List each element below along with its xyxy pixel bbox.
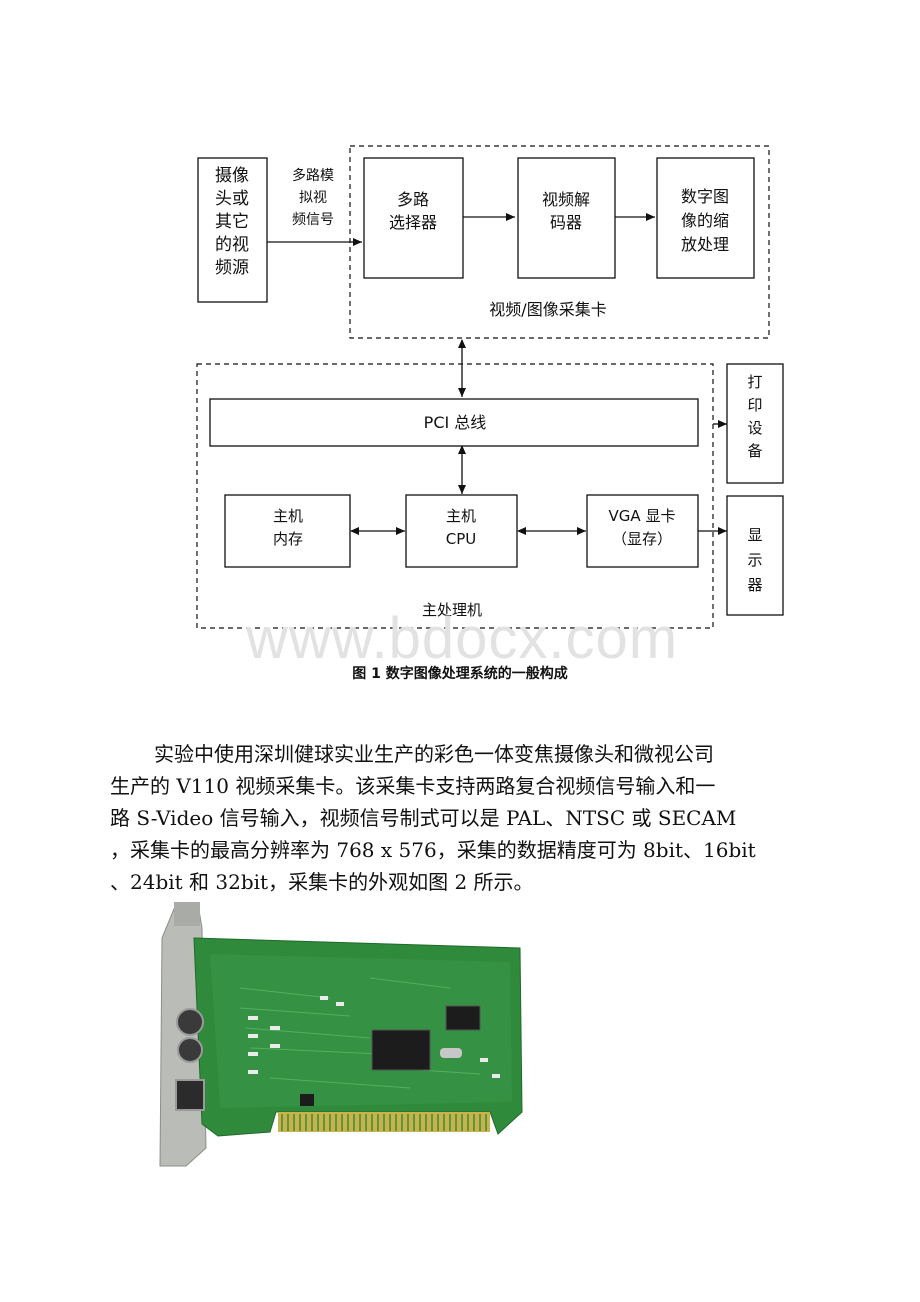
system-block-diagram: 摄像头或其它的视频源 多路模拟视频信号 多路选择器 视频解码器 数字图像的缩放处…	[196, 145, 784, 629]
figure-caption: 图 1 数字图像处理系统的一般构成	[352, 666, 568, 682]
paragraph-line: ，采集卡的最高分辨率为 768 x 576，采集的数据精度可为 8bit、16b…	[110, 838, 756, 862]
scaler-label: 数字图像的缩放处理	[681, 187, 729, 254]
scaler-block	[656, 157, 755, 279]
paragraph-line: 实验中使用深圳健球实业生产的彩色一体变焦摄像头和微视公司	[154, 742, 714, 766]
video-source-block	[197, 157, 268, 303]
host-label: 主处理机	[422, 601, 482, 619]
svideo-connector	[175, 1079, 205, 1111]
pci-pins	[281, 1114, 487, 1131]
display-block	[726, 495, 784, 616]
pci-bus-label: PCI 总线	[424, 413, 487, 432]
pcb-traces	[239, 977, 481, 1089]
paragraph-line: 、24bit 和 32bit，采集卡的外观如图 2 所示。	[110, 870, 534, 894]
vga-label: VGA 显卡（显存）	[609, 507, 676, 548]
display-label: 显示器	[747, 526, 762, 594]
printer-label: 打印设备	[747, 373, 762, 460]
small-chip	[300, 1094, 314, 1106]
body-paragraph: 实验中使用深圳健球实业生产的彩色一体变焦摄像头和微视公司 生产的 V110 视频…	[110, 738, 810, 898]
secondary-chip	[445, 1005, 481, 1031]
multiplexer-label: 多路选择器	[389, 190, 437, 232]
bracket-tab	[174, 902, 200, 926]
decoder-block	[517, 157, 616, 279]
paragraph-line: 路 S-Video 信号输入，视频信号制式可以是 PAL、NTSC 或 SECA…	[110, 806, 737, 830]
memory-label: 主机内存	[273, 507, 303, 548]
capture-card-photo	[159, 902, 523, 1167]
watermark: www.bdocx.com	[246, 606, 679, 671]
host-frame	[196, 363, 714, 629]
video-connector-1	[176, 1008, 204, 1036]
pcb-shading	[210, 954, 512, 1108]
capture-card-label: 视频/图像采集卡	[489, 300, 606, 319]
analog-signal-label: 多路模拟视频信号	[292, 167, 334, 228]
pci-bus-block	[209, 398, 699, 447]
multiplexer-block	[363, 157, 464, 279]
crystal	[440, 1048, 462, 1058]
video-source-label: 摄像头或其它的视频源	[215, 166, 249, 278]
decoder-label: 视频解码器	[542, 190, 590, 232]
main-chip	[371, 1029, 431, 1071]
printer-block	[726, 363, 784, 484]
paragraph-line: 生产的 V110 视频采集卡。该采集卡支持两路复合视频信号输入和一	[110, 774, 716, 798]
video-connector-2	[177, 1037, 203, 1063]
resistor-array	[248, 996, 500, 1078]
capture-card-frame	[349, 145, 770, 339]
